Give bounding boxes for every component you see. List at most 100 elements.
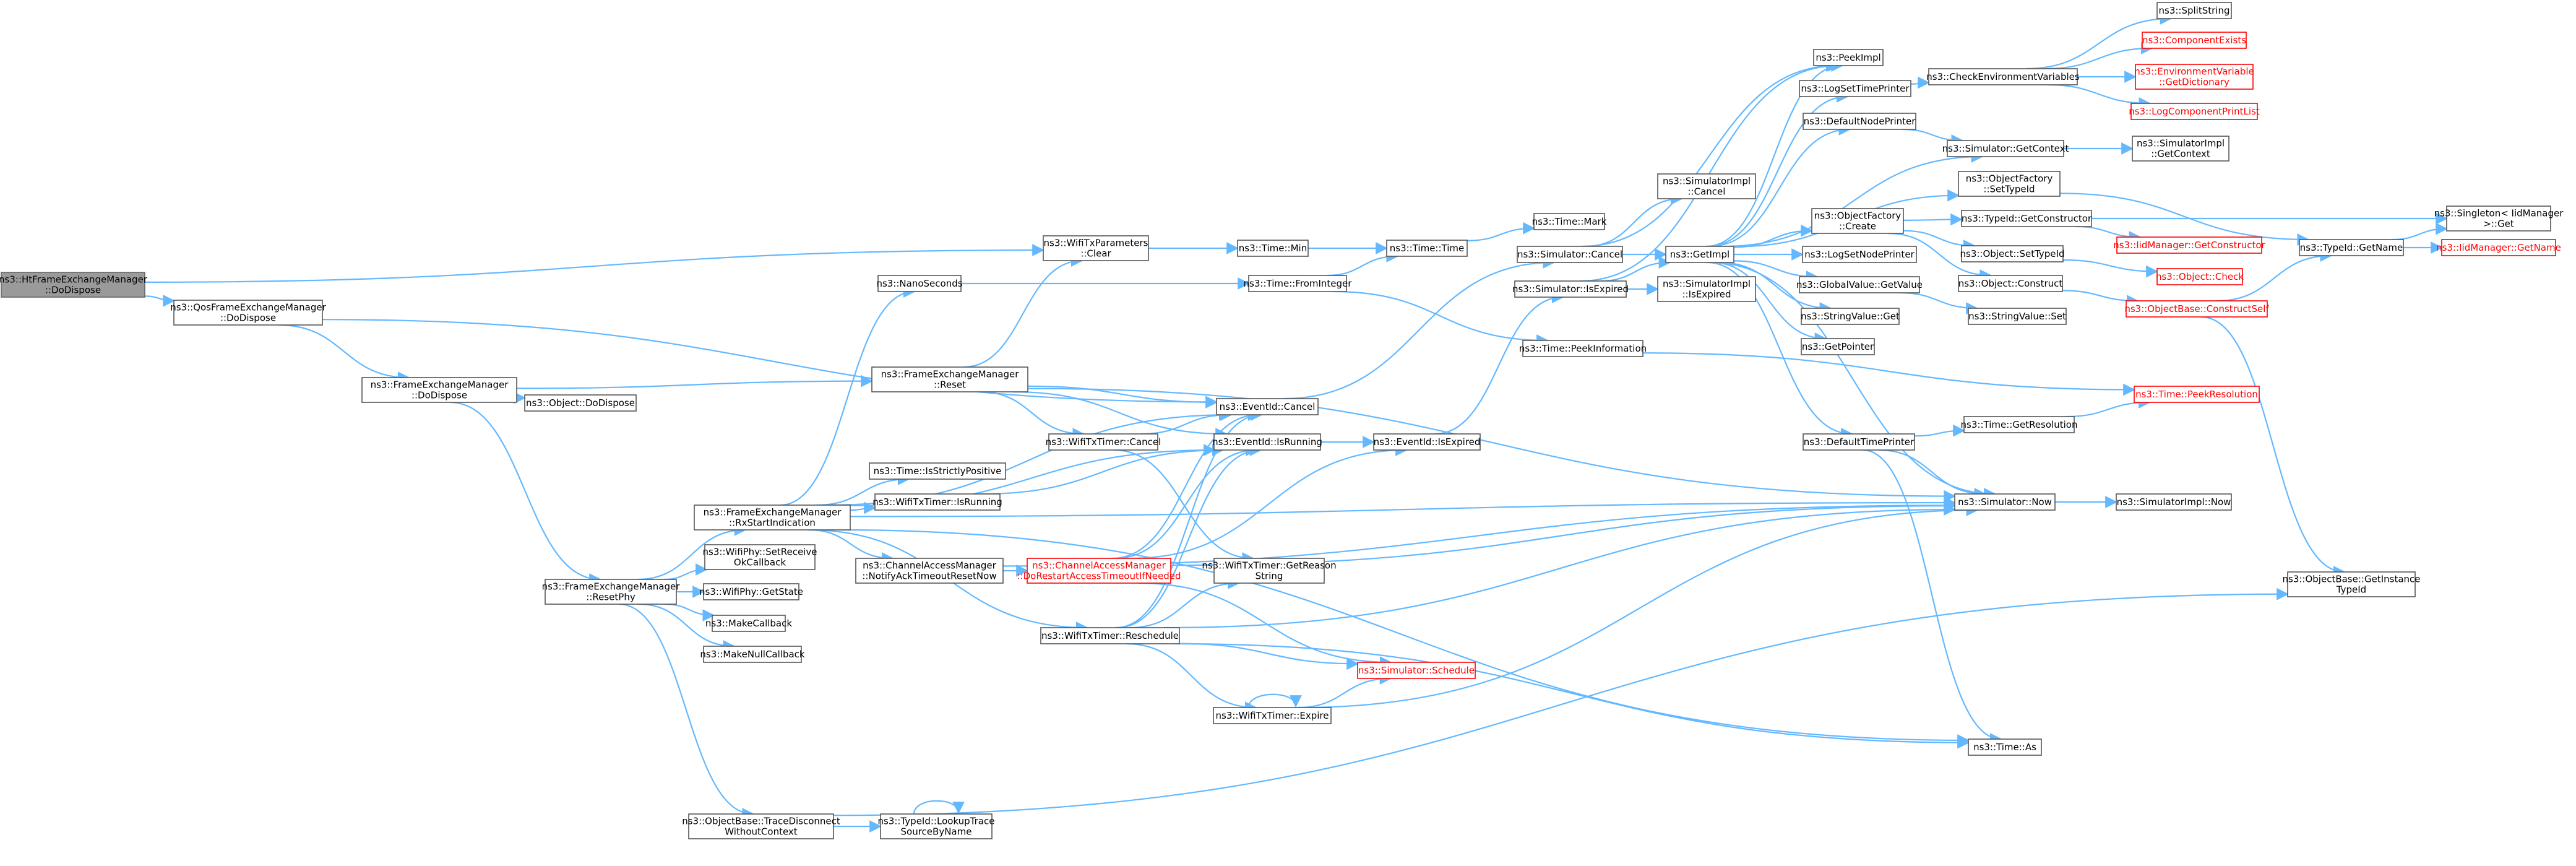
node-eventid_isrunning[interactable]: ns3::EventId::IsRunning	[1212, 433, 1322, 451]
node-txtimer_expire[interactable]: ns3::WifiTxTimer::Expire	[1213, 707, 1332, 724]
node-box	[1958, 171, 2061, 197]
node-fem_rxstart[interactable]: ns3::FrameExchangeManager::RxStartIndica…	[694, 504, 851, 530]
node-label: ns3::ObjectBase::ConstructSelf	[2124, 303, 2269, 314]
node-label: ::GetDictionary	[2159, 77, 2229, 88]
node-label: ns3::DefaultNodePrinter	[1804, 116, 1916, 127]
edge-txtimer_resched-to-eventid_isrunning	[1116, 444, 1262, 629]
node-txtimer_cancel[interactable]: ns3::WifiTxTimer::Cancel	[1046, 433, 1161, 451]
node-sim_cancel[interactable]: ns3::Simulator::Cancel	[1517, 246, 1623, 263]
node-globalvalue_get[interactable]: ns3::GlobalValue::GetValue	[1796, 276, 1923, 293]
node-time_peekinfo[interactable]: ns3::Time::PeekInformation	[1519, 340, 1647, 357]
node-getimpl[interactable]: ns3::GetImpl	[1665, 246, 1734, 263]
node-idmgr_getname[interactable]: ns3::IidManager::GetName	[2436, 239, 2561, 256]
node-box	[1963, 416, 2075, 433]
node-logsetnodeprinter[interactable]: ns3::LogSetNodePrinter	[1802, 246, 1917, 263]
node-label: ns3::MakeNullCallback	[700, 649, 805, 660]
node-stringvalue_get[interactable]: ns3::StringValue::Get	[1801, 308, 1900, 325]
node-getstate[interactable]: ns3::WifiPhy::GetState	[699, 583, 803, 600]
node-label: ns3::LogSetNodePrinter	[1804, 249, 1915, 260]
node-defaultnodeprinter[interactable]: ns3::DefaultNodePrinter	[1803, 113, 1916, 130]
node-obj_dispose[interactable]: ns3::Object::DoDispose	[524, 394, 637, 412]
node-fem_reset[interactable]: ns3::FrameExchangeManager::Reset	[871, 366, 1028, 392]
node-root[interactable]: ns3::HtFrameExchangeManager::DoDispose	[0, 272, 148, 298]
node-time_peekres[interactable]: ns3::Time::PeekResolution	[2134, 386, 2260, 403]
node-simimpl_getcontext[interactable]: ns3::SimulatorImpl::GetContext	[2132, 136, 2229, 162]
node-fem_dispose[interactable]: ns3::FrameExchangeManager::DoDispose	[361, 377, 517, 403]
edge-cam_dorestart-to-sim_schedule	[1138, 582, 1392, 669]
node-defaulttimeprinter[interactable]: ns3::DefaultTimePrinter	[1803, 433, 1915, 451]
node-makenullcb[interactable]: ns3::MakeNullCallback	[700, 646, 805, 663]
node-componentexists[interactable]: ns3::ComponentExists	[2142, 32, 2247, 49]
node-sim_isexpired[interactable]: ns3::Simulator::IsExpired	[1512, 280, 1629, 298]
node-label: OkCallback	[734, 557, 786, 568]
node-getpointer[interactable]: ns3::GetPointer	[1801, 338, 1875, 355]
node-obj_settypeid[interactable]: ns3::Object::SetTypeId	[1960, 245, 2065, 262]
node-txparams_clear[interactable]: ns3::WifiTxParameters::Clear	[1043, 235, 1149, 261]
node-peekimpl[interactable]: ns3::PeekImpl	[1813, 49, 1884, 66]
node-isstrictly[interactable]: ns3::Time::IsStrictlyPositive	[869, 462, 1006, 480]
edge-qos-to-eventid_cancel	[322, 319, 1218, 409]
node-typeid_getctor[interactable]: ns3::TypeId::GetConstructor	[1961, 210, 2092, 227]
node-obj_check[interactable]: ns3::Object::Check	[2156, 268, 2244, 285]
node-time_time[interactable]: ns3::Time::Time	[1386, 240, 1468, 257]
node-label: ::Cancel	[1688, 186, 1726, 197]
node-logcomponentprint[interactable]: ns3::LogComponentPrintList	[2129, 103, 2260, 120]
edge-txtimer_expire-to-txtimer_expire	[1247, 693, 1302, 708]
node-eventid_isexpired[interactable]: ns3::EventId::IsExpired	[1373, 433, 1481, 451]
node-simimpl_cancel[interactable]: ns3::SimulatorImpl::Cancel	[1657, 173, 1756, 199]
node-sim_getcontext[interactable]: ns3::Simulator::GetContext	[1942, 140, 2069, 157]
node-obj_construct[interactable]: ns3::Object::Construct	[1958, 275, 2063, 292]
node-eventid_cancel[interactable]: ns3::EventId::Cancel	[1216, 398, 1319, 415]
node-tracedisc[interactable]: ns3::ObjectBase::TraceDisconnectWithoutC…	[682, 813, 840, 839]
node-stringvalue_set[interactable]: ns3::StringValue::Set	[1968, 308, 2067, 325]
edge-fem_rxstart-to-txtimer_isrunning	[850, 501, 876, 514]
node-txtimer_isrunning[interactable]: ns3::WifiTxTimer::IsRunning	[872, 493, 1002, 511]
node-logsettimeprinter[interactable]: ns3::LogSetTimePrinter	[1799, 80, 1911, 97]
node-sim_schedule[interactable]: ns3::Simulator::Schedule	[1357, 662, 1476, 679]
node-envvar_getdict[interactable]: ns3::EnvironmentVariable::GetDictionary	[2134, 64, 2254, 90]
node-fem_resetphy[interactable]: ns3::FrameExchangeManager::ResetPhy	[542, 579, 681, 605]
edge-obj_construct-to-objbase_constructself	[2062, 290, 2139, 307]
node-time_mark[interactable]: ns3::Time::Mark	[1532, 213, 1607, 230]
node-typeid_getname[interactable]: ns3::TypeId::GetName	[2299, 239, 2404, 256]
node-box	[694, 504, 851, 530]
node-objfactory_settypeid[interactable]: ns3::ObjectFactory::SetTypeId	[1958, 171, 2061, 197]
node-time_getres[interactable]: ns3::Time::GetResolution	[1961, 416, 2078, 433]
node-qos[interactable]: ns3::QosFrameExchangeManager::DoDispose	[170, 300, 327, 326]
edge-fem_dispose-to-fem_resetphy	[449, 401, 601, 586]
node-time_as[interactable]: ns3::Time::As	[1968, 738, 2042, 756]
node-makecb[interactable]: ns3::MakeCallback	[705, 615, 792, 632]
node-objbase_constructself[interactable]: ns3::ObjectBase::ConstructSelf	[2124, 300, 2269, 318]
node-label: ::RxStartIndication	[729, 517, 816, 529]
edge-getimpl-to-defaultnodeprinter	[1709, 123, 1851, 248]
node-objfactory_create[interactable]: ns3::ObjectFactory::Create	[1811, 208, 1904, 234]
node-idmgr_getctor[interactable]: ns3::IidManager::GetConstructor	[2113, 236, 2266, 254]
edge-logsettimeprinter-to-checkenv	[1910, 76, 1930, 89]
node-simimpl_now[interactable]: ns3::SimulatorImpl::Now	[2116, 493, 2232, 511]
node-sim_now[interactable]: ns3::Simulator::Now	[1954, 493, 2056, 511]
node-label: ns3::SimulatorImpl	[2137, 138, 2225, 149]
node-checkenv[interactable]: ns3::CheckEnvironmentVariables	[1926, 68, 2080, 85]
node-label: ns3::Object::SetTypeId	[1960, 248, 2065, 259]
node-time_fromint[interactable]: ns3::Time::FromInteger	[1244, 275, 1353, 292]
node-txtimer_resched[interactable]: ns3::WifiTxTimer::Reschedule	[1040, 627, 1180, 644]
node-cam_dorestart[interactable]: ns3::ChannelAccessManager::DoRestartAcce…	[1017, 558, 1181, 584]
node-box	[2116, 236, 2262, 254]
node-simimpl_isexpired[interactable]: ns3::SimulatorImpl::IsExpired	[1657, 276, 1756, 302]
node-box	[2135, 64, 2254, 90]
node-singleton_get[interactable]: ns3::Singleton< IidManager>::Get	[2434, 206, 2564, 232]
node-box	[688, 813, 834, 839]
node-nanosec[interactable]: ns3::NanoSeconds	[876, 275, 963, 292]
node-time_min[interactable]: ns3::Time::Min	[1237, 240, 1309, 257]
node-box	[1799, 276, 1920, 293]
node-cam_notify[interactable]: ns3::ChannelAccessManager::NotifyAckTime…	[855, 558, 1004, 584]
edge-txtimer_resched-to-txtimer_getreason	[1129, 577, 1240, 629]
edge-txtimer_resched-to-txtimer_expire	[1126, 643, 1257, 714]
node-box	[524, 394, 637, 412]
node-splitstring[interactable]: ns3::SplitString	[2156, 2, 2232, 19]
